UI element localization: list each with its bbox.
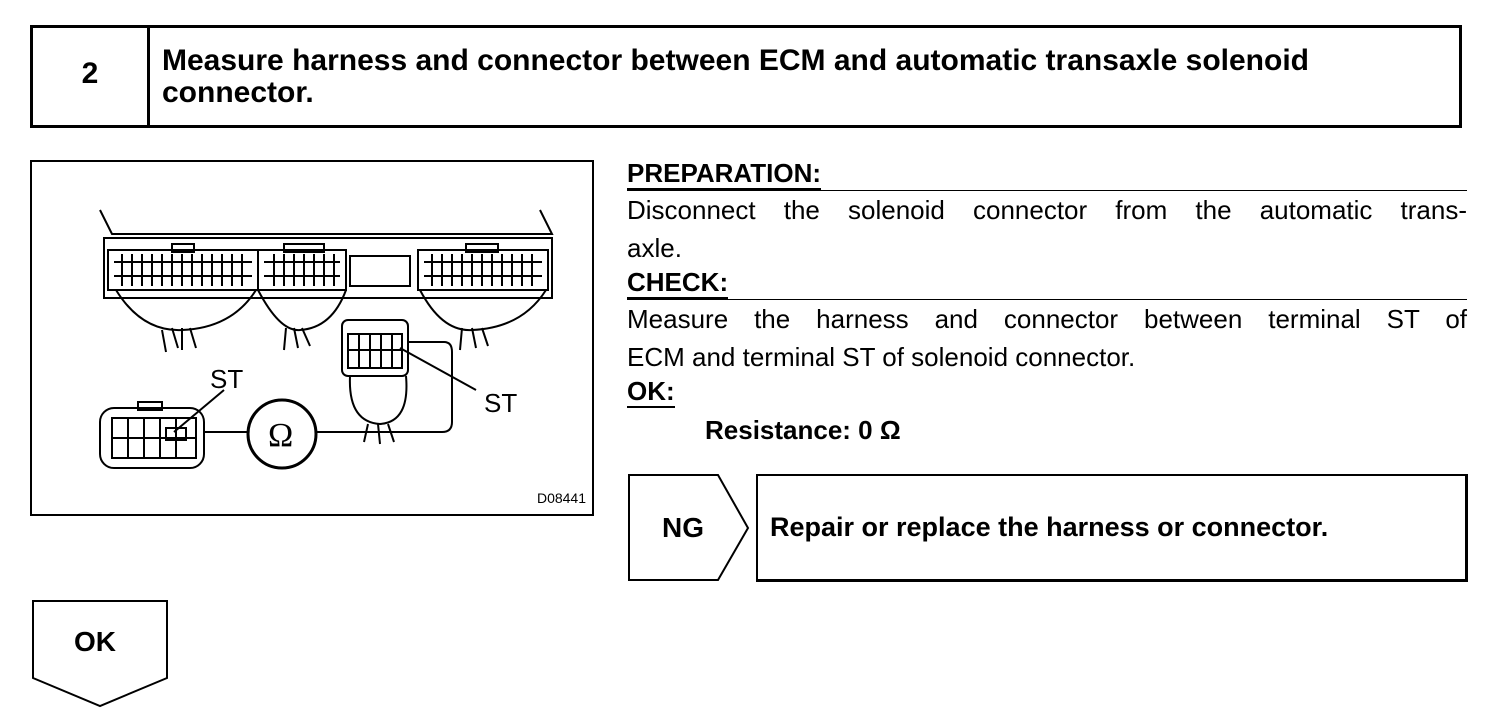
preparation-heading: PREPARATION: bbox=[627, 158, 822, 190]
step-header: 2 Measure harness and connector between … bbox=[30, 25, 1462, 128]
ohmmeter-symbol: Ω bbox=[268, 417, 293, 454]
ok-arrow-icon bbox=[32, 600, 168, 708]
preparation-line1: Disconnect the solenoid connector from t… bbox=[627, 195, 1467, 225]
check-heading: CHECK: bbox=[627, 267, 729, 299]
ng-action: Repair or replace the harness or connect… bbox=[756, 474, 1468, 582]
preparation-line2: axle. bbox=[627, 233, 682, 263]
ng-label: NG bbox=[662, 512, 704, 543]
check-line1: Measure the harness and connector betwee… bbox=[627, 304, 1467, 334]
preparation-text: Disconnect the solenoid connector from t… bbox=[627, 190, 1467, 267]
ok-branch: OK bbox=[32, 600, 172, 715]
step-number: 2 bbox=[33, 28, 150, 125]
step-title-line2: connector. bbox=[162, 76, 314, 109]
instructions: PREPARATION: Disconnect the solenoid con… bbox=[627, 158, 1467, 446]
check-line2: ECM and terminal ST of solenoid connecto… bbox=[627, 342, 1136, 372]
ng-arrow-icon bbox=[628, 474, 750, 581]
step-title: Measure harness and connector between EC… bbox=[150, 28, 1459, 125]
step-title-line1: Measure harness and connector between EC… bbox=[162, 44, 1309, 77]
st-label-left: ST bbox=[210, 364, 243, 394]
ecm-connector-diagram: ST ST Ω bbox=[99, 209, 554, 470]
ok-heading: OK: bbox=[627, 376, 675, 408]
check-text: Measure the harness and connector betwee… bbox=[627, 299, 1467, 376]
st-label-right: ST bbox=[484, 388, 517, 418]
resistance-spec: Resistance: 0 Ω bbox=[705, 415, 901, 445]
ng-branch: NG Repair or replace the harness or conn… bbox=[628, 474, 1468, 582]
figure-id: D08441 bbox=[536, 490, 586, 506]
wiring-illustration: ST ST Ω D08441 bbox=[30, 160, 594, 516]
ok-label: OK bbox=[74, 626, 116, 657]
